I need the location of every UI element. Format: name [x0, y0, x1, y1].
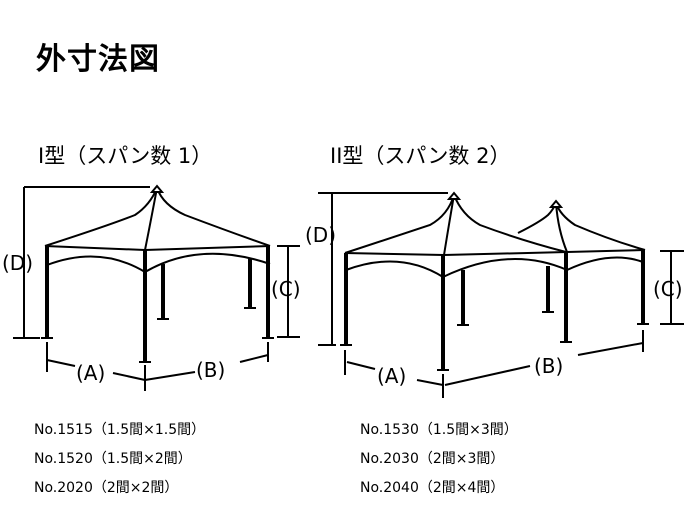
model-item: No.2040（2間×4間）: [360, 480, 505, 496]
type-1-heading: Ⅰ型（スパン数 1）: [38, 144, 213, 168]
model-item: No.1530（1.5間×3間）: [360, 422, 518, 438]
dim-c-label-2: (C): [653, 277, 683, 301]
tent-type-2: [318, 191, 684, 398]
dim-a-label-1: (A): [76, 361, 105, 385]
type-1-model-list: No.1515（1.5間×1.5間） No.1520（1.5間×2間） No.2…: [34, 416, 205, 503]
tent-type-1: [13, 184, 300, 391]
model-item: No.1520（1.5間×2間）: [34, 451, 192, 467]
dim-b-label-2: (B): [534, 354, 563, 378]
model-item: No.2020（2間×2間）: [34, 480, 179, 496]
model-item: No.2030（2間×3間）: [360, 451, 505, 467]
dim-c-label-1: (C): [271, 277, 301, 301]
dim-b-label-1: (B): [196, 358, 225, 382]
dim-a-label-2: (A): [377, 364, 406, 388]
page-title: 外寸法図: [36, 42, 160, 77]
model-item: No.1515（1.5間×1.5間）: [34, 422, 206, 438]
dim-d-label-1: (D): [2, 251, 33, 275]
type-2-heading: ⅠⅠ型（スパン数 2）: [330, 144, 511, 168]
dim-d-label-2: (D): [305, 223, 336, 247]
type-2-model-list: No.1530（1.5間×3間） No.2030（2間×3間） No.2040（…: [360, 416, 518, 503]
